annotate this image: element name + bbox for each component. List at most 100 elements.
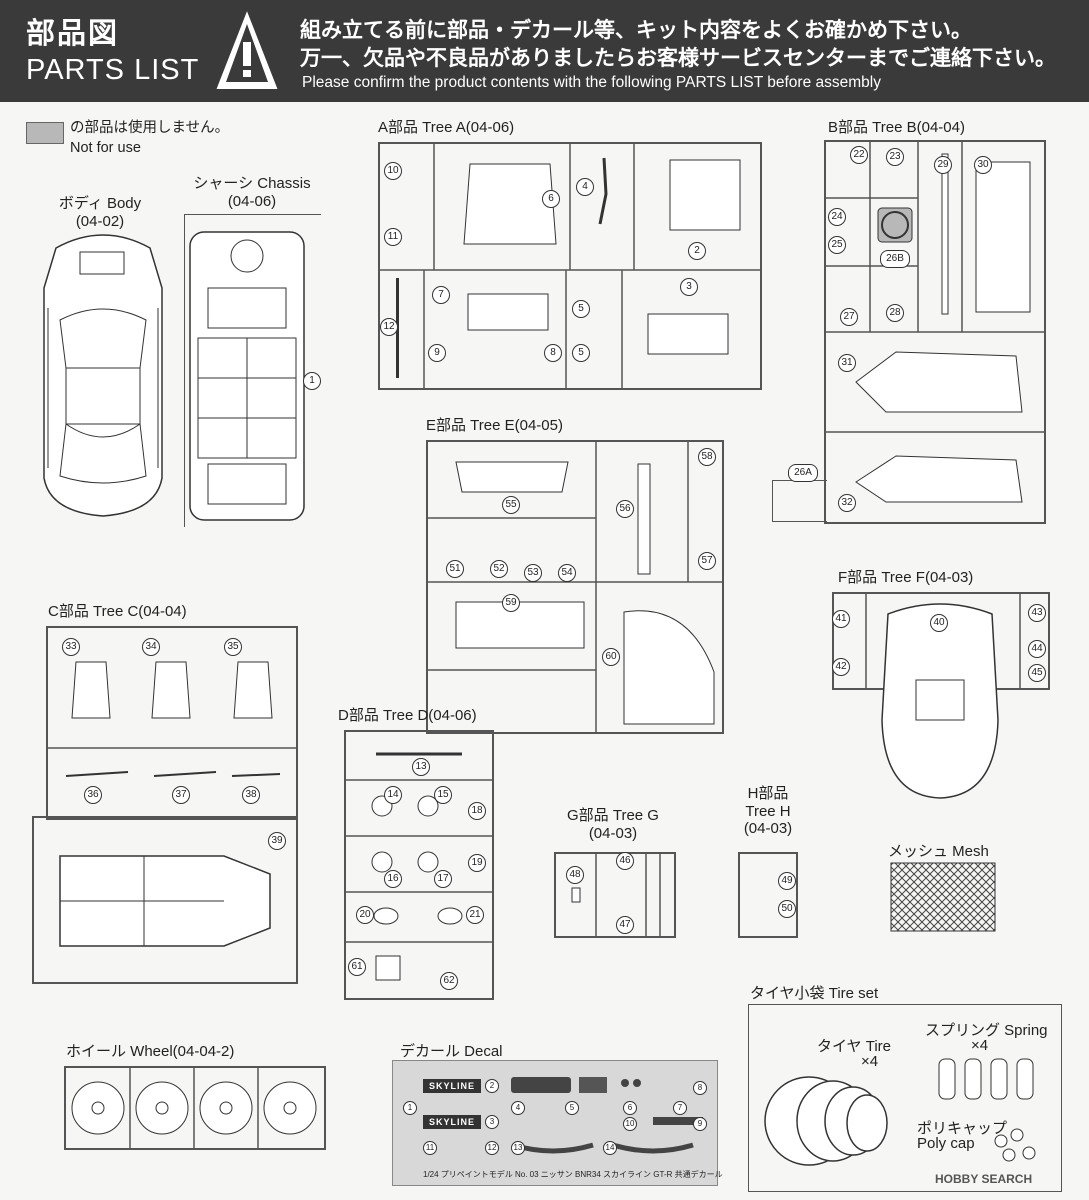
part-number-24: 24 xyxy=(828,208,846,226)
watermark: HOBBY SEARCH xyxy=(935,1172,1033,1186)
part-number-1: 1 xyxy=(303,372,321,390)
part-number-56: 56 xyxy=(616,500,634,518)
part-number-52: 52 xyxy=(490,560,508,578)
spring-label: スプリング Spring xyxy=(925,1022,1048,1039)
part-number-10: 10 xyxy=(384,162,402,180)
body-part-drawing xyxy=(36,228,170,520)
decal-number-3: 3 xyxy=(485,1115,499,1129)
decal-number-10: 10 xyxy=(623,1117,637,1131)
chassis-label-line2: (04-06) xyxy=(227,193,277,210)
decal-number-4: 4 xyxy=(511,1101,525,1115)
decal-number-9: 9 xyxy=(693,1117,707,1131)
part-number-32: 32 xyxy=(838,494,856,512)
part-number-3: 3 xyxy=(680,278,698,296)
tree-g-label: G部品 Tree G (04-03) xyxy=(548,804,678,842)
part-number-33: 33 xyxy=(62,638,80,656)
tree-c-label: C部品 Tree C(04-04) xyxy=(48,603,187,620)
part-number-23: 23 xyxy=(886,148,904,166)
decal-label: デカール Decal xyxy=(400,1043,503,1060)
mesh-drawing xyxy=(890,862,996,932)
tree-e-runner-grid xyxy=(428,442,722,732)
part-number-44: 44 xyxy=(1028,640,1046,658)
tree-a-label: A部品 Tree A(04-06) xyxy=(378,119,515,136)
decal-footer: 1/24 プリペイントモデル No. 03 ニッサン BNR34 スカイライン … xyxy=(423,1170,723,1179)
warning-icon xyxy=(216,10,278,92)
header-bar: 部品図 PARTS LIST 組み立てる前に部品・デカール等、キット内容をよくお… xyxy=(0,0,1089,102)
part-number-22: 22 xyxy=(850,146,868,164)
part-number-13: 13 xyxy=(412,758,430,776)
part-number-19: 19 xyxy=(468,854,486,872)
chassis-runner-frame xyxy=(184,214,321,527)
notice-line-2: 万一、欠品や不良品がありましたらお客様サービスセンターまでご連絡下さい。 xyxy=(300,47,1056,70)
legend: の部品は使用しません。 Not for use xyxy=(70,118,229,158)
page-title-en: PARTS LIST xyxy=(26,54,200,86)
tree-c-floor-runner xyxy=(32,816,298,984)
tree-h-label: H部品 Tree H (04-03) xyxy=(728,782,808,837)
tree-c-runner-grid xyxy=(48,661,296,777)
decal-number-5: 5 xyxy=(565,1101,579,1115)
tree-h-runner xyxy=(738,852,798,938)
part-number-8: 8 xyxy=(544,344,562,362)
tree-h-label-line1: H部品 xyxy=(747,785,789,802)
tree-f-label: F部品 Tree F(04-03) xyxy=(838,569,974,586)
legend-en: Not for use xyxy=(70,140,141,156)
chassis-label-line1: シャーシ Chassis xyxy=(193,175,311,192)
part-number-20: 20 xyxy=(356,906,374,924)
tree-b-runner xyxy=(824,140,1046,524)
tree-d-runner xyxy=(344,730,494,1000)
part-number-12: 12 xyxy=(380,318,398,336)
tree-g-runner xyxy=(554,852,676,938)
part-number-38: 38 xyxy=(242,786,260,804)
decal-sheet: SKYLINE SKYLINE 1/24 プリペイントモデル No. 03 ニッ… xyxy=(392,1060,723,1186)
tire-set-drawing xyxy=(764,1058,1036,1166)
part-number-40: 40 xyxy=(930,614,948,632)
part-number-39: 39 xyxy=(268,832,286,850)
decal-number-1: 1 xyxy=(403,1101,417,1115)
decal-number-11: 11 xyxy=(423,1141,437,1155)
legend-jp: の部品は使用しません。 xyxy=(70,120,230,136)
part-number-47: 47 xyxy=(616,916,634,934)
wheel-runner xyxy=(64,1066,326,1150)
part-number-35: 35 xyxy=(224,638,242,656)
part-number-17: 17 xyxy=(434,870,452,888)
polycap-label-jp: ポリキャップ xyxy=(917,1120,1008,1137)
part-number-54: 54 xyxy=(558,564,576,582)
part-number-41: 41 xyxy=(832,610,850,628)
part-number-25: 25 xyxy=(828,236,846,254)
part-number-50: 50 xyxy=(778,900,796,918)
part-number-30: 30 xyxy=(974,156,992,174)
part-number-34: 34 xyxy=(142,638,160,656)
tree-a-runner xyxy=(378,142,762,390)
part-number-16: 16 xyxy=(384,870,402,888)
chassis-label: シャーシ Chassis (04-06) xyxy=(180,172,324,210)
decal-skyline-2: SKYLINE xyxy=(423,1115,482,1129)
tree-f-runner-grid xyxy=(865,594,1021,688)
tree-g-label-line2: (04-03) xyxy=(588,825,638,842)
part-number-51: 51 xyxy=(446,560,464,578)
tree-g-label-line1: G部品 Tree G xyxy=(567,807,659,824)
part-number-27: 27 xyxy=(840,308,858,326)
notice-line-1: 組み立てる前に部品・デカール等、キット内容をよくお確かめ下さい。 xyxy=(300,19,972,42)
part-number-5b: 5 xyxy=(572,344,590,362)
part-number-26a: 26A xyxy=(788,464,818,482)
part-number-14: 14 xyxy=(384,786,402,804)
not-for-use-swatch xyxy=(26,122,64,144)
tire-set-box: タイヤ Tire ×4 スプリング Spring ×4 ポリキャップ Poly … xyxy=(748,1004,1062,1192)
part-number-57: 57 xyxy=(698,552,716,570)
part-number-45: 45 xyxy=(1028,664,1046,682)
part-number-29: 29 xyxy=(934,156,952,174)
decal-number-2: 2 xyxy=(485,1079,499,1093)
part-number-4: 4 xyxy=(576,178,594,196)
part-number-18: 18 xyxy=(468,802,486,820)
decal-number-12: 12 xyxy=(485,1141,499,1155)
part-number-53: 53 xyxy=(524,564,542,582)
part-number-31: 31 xyxy=(838,354,856,372)
mesh-label: メッシュ Mesh xyxy=(888,843,989,860)
decal-number-13: 13 xyxy=(511,1141,525,1155)
tree-c-floor-drawing xyxy=(59,855,271,947)
part-number-48: 48 xyxy=(566,866,584,884)
tire-set-label: タイヤ小袋 Tire set xyxy=(750,985,879,1002)
decal-skyline-1: SKYLINE xyxy=(423,1079,482,1093)
tree-b-runner-grid xyxy=(826,142,1044,503)
tree-b-26a-runner xyxy=(772,480,827,522)
